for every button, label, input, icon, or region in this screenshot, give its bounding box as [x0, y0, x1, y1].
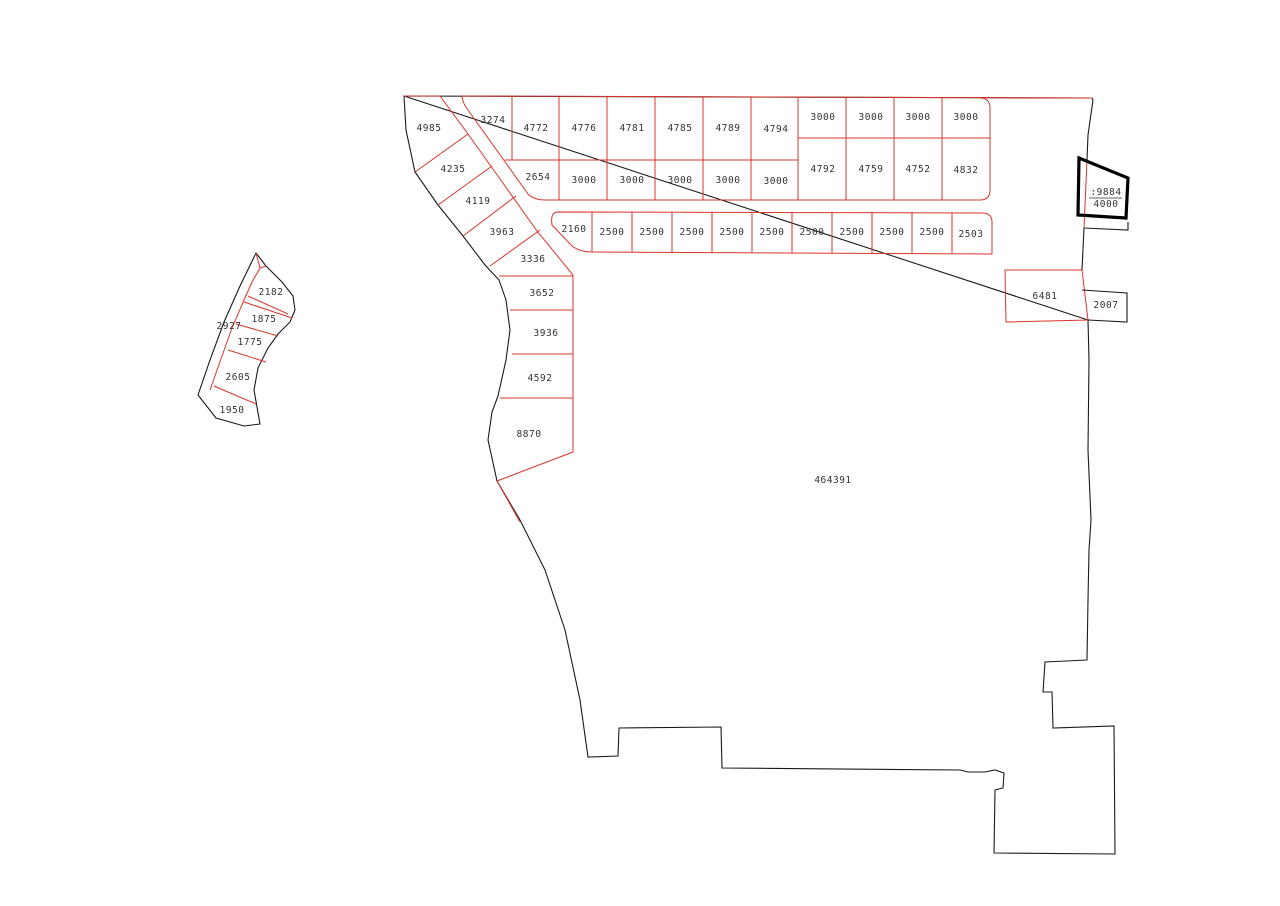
- main-parcel-label: 464391: [814, 475, 851, 486]
- parcel-label: 4752: [906, 164, 931, 175]
- parcel-label: 2500: [800, 227, 825, 238]
- parcel-label: 3000: [811, 112, 836, 123]
- parcel-label: 1875: [252, 314, 277, 325]
- parcel-label: 4119: [466, 196, 491, 207]
- parcel-label: 4792: [811, 164, 836, 175]
- parcel-label: 2500: [760, 227, 785, 238]
- parcel-label: 2605: [226, 372, 251, 383]
- west-strip-parcels: [404, 95, 574, 523]
- parcel-label: 3000: [906, 112, 931, 123]
- parcel-label: 1775: [238, 337, 263, 348]
- parcel-label: 2500: [920, 227, 945, 238]
- parcel-label: 3000: [668, 175, 693, 186]
- parcel-label: 2500: [840, 227, 865, 238]
- parcel-label: 4832: [954, 165, 979, 176]
- parcel-label: 3274: [481, 115, 506, 126]
- parcel-label: 3000: [572, 175, 597, 186]
- parcel-label: 4789: [716, 123, 741, 134]
- parcel-label: 3000: [620, 175, 645, 186]
- parcel-label: 4592: [528, 373, 553, 384]
- parcel-label: 3963: [490, 227, 515, 238]
- parcel-label: 2503: [959, 229, 984, 240]
- parcel-label: 4985: [417, 123, 442, 134]
- east-parcels: [1004, 159, 1129, 323]
- parcel-label: 4794: [764, 124, 789, 135]
- parcel-label: 4759: [859, 164, 884, 175]
- highlighted-parcel-label-top: :9884: [1090, 187, 1121, 198]
- west-cluster-boundary: [197, 251, 296, 427]
- parcel-label: 3000: [954, 112, 979, 123]
- parcel-label: 2500: [880, 227, 905, 238]
- parcel-label: 4772: [524, 123, 549, 134]
- parcel-label: 4781: [620, 123, 645, 134]
- parcel-label: 6481: [1033, 291, 1058, 302]
- west-cluster-parcels: [209, 252, 293, 405]
- parcel-label: 2160: [562, 224, 587, 235]
- parcel-label: 2007: [1094, 300, 1119, 311]
- parcel-label: 4235: [441, 164, 466, 175]
- parcel-label: 8870: [517, 429, 542, 440]
- parcel-label: 2182: [259, 287, 284, 298]
- parcel-label: 3336: [521, 254, 546, 265]
- parcel-label: 1950: [220, 405, 245, 416]
- highlighted-parcel-label-bottom: 4000: [1094, 199, 1119, 210]
- parcel-label: 2927: [217, 321, 242, 332]
- north-block-parcels: [461, 95, 1093, 201]
- parcel-label: 3000: [764, 176, 789, 187]
- parcel-label: 3936: [534, 328, 559, 339]
- parcel-label: 2500: [680, 227, 705, 238]
- parcel-label: 4785: [668, 123, 693, 134]
- parcel-label: 3000: [859, 112, 884, 123]
- highlighted-parcel[interactable]: [1076, 155, 1130, 220]
- parcel-label: 2500: [720, 227, 745, 238]
- parcel-label: 3000: [716, 175, 741, 186]
- main-territory-boundary: [403, 95, 1116, 855]
- parcel-labels: :9884 4000 2182 2927 1875 1775 2605 1950…: [217, 112, 1122, 486]
- parcel-label: 3652: [530, 288, 555, 299]
- parcel-label: 4776: [572, 123, 597, 134]
- parcel-label: 2500: [600, 227, 625, 238]
- middle-row-parcels: [551, 211, 993, 255]
- parcel-label: 2500: [640, 227, 665, 238]
- parcel-label: 2654: [526, 172, 551, 183]
